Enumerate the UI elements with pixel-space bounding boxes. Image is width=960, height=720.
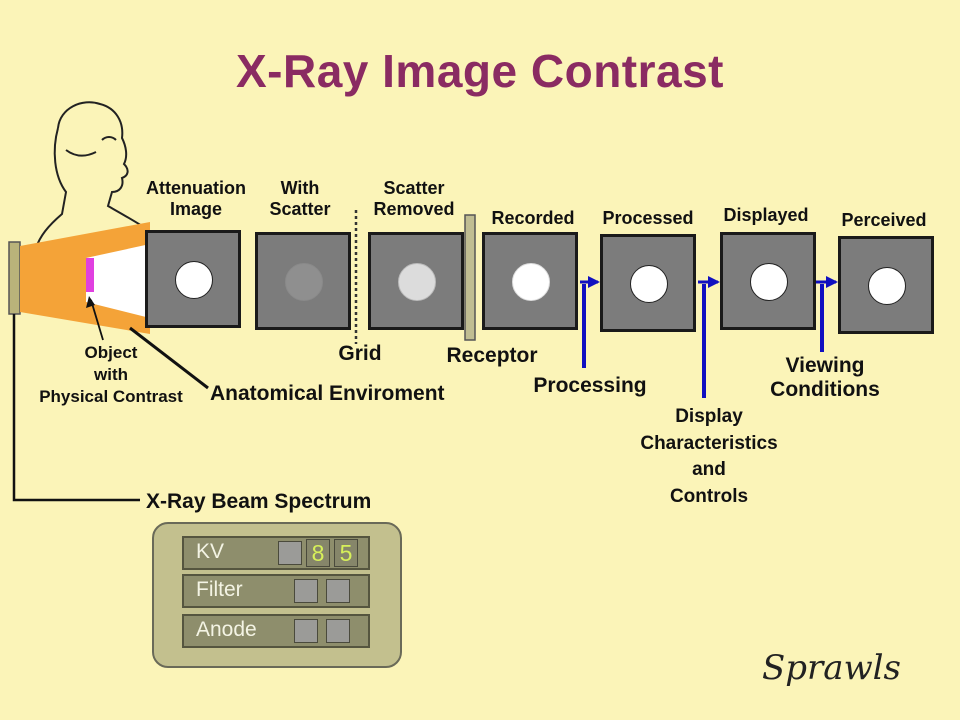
object-pointer-arrowhead xyxy=(86,296,95,308)
contrast-dot xyxy=(175,261,213,299)
kv-digit-2[interactable]: 5 xyxy=(334,539,358,567)
author-signature: Sprawls xyxy=(762,648,902,688)
panel-label-with-scatter: With Scatter xyxy=(269,178,331,219)
filter-cell-1[interactable] xyxy=(294,579,318,603)
filter-label: Filter xyxy=(196,578,243,601)
contrast-dot xyxy=(285,263,323,301)
panel-label-processed: Processed xyxy=(602,208,694,228)
contrast-dot xyxy=(868,267,906,305)
anode-cell-2[interactable] xyxy=(326,619,350,643)
object-shadow xyxy=(86,244,150,318)
anode-row: Anode xyxy=(182,614,370,648)
panel-displayed xyxy=(720,232,816,330)
contrast-dot xyxy=(630,265,668,303)
display-controls-label: Display Characteristics and Controls xyxy=(640,406,778,507)
anatomical-environment-label: Anatomical Enviroment xyxy=(210,382,445,405)
kv-digit-1[interactable]: 8 xyxy=(306,539,330,567)
panel-recorded xyxy=(482,232,578,330)
processing-arrow xyxy=(580,276,600,368)
viewing-arrow xyxy=(816,276,838,352)
kv-label: KV xyxy=(196,540,225,563)
panel-scatter-removed xyxy=(368,232,464,330)
anode-label: Anode xyxy=(196,618,257,641)
panel-with-scatter xyxy=(255,232,351,330)
page-title: X-Ray Image Contrast xyxy=(235,45,724,97)
contrast-dot xyxy=(512,263,550,301)
beam-spectrum-connector xyxy=(12,314,140,502)
object-pointer-line xyxy=(90,299,104,341)
panel-label-displayed: Displayed xyxy=(723,205,809,225)
filter-cell-2[interactable] xyxy=(326,579,350,603)
panel-label-scatter-removed: Scatter Removed xyxy=(373,178,455,219)
panel-label-recorded: Recorded xyxy=(491,208,575,228)
panel-label-attenuation: Attenuation Image xyxy=(146,178,246,219)
panel-attenuation xyxy=(145,230,241,328)
contrast-dot xyxy=(750,263,788,301)
panel-processed xyxy=(600,234,696,332)
panel-label-perceived: Perceived xyxy=(841,210,927,230)
object-marker xyxy=(86,258,94,292)
contrast-dot xyxy=(398,263,436,301)
kv-cell[interactable] xyxy=(278,541,302,565)
filter-row: Filter xyxy=(182,574,370,608)
anode-cell-1[interactable] xyxy=(294,619,318,643)
anatomical-pointer-line xyxy=(129,326,209,390)
receptor-label: Receptor xyxy=(446,344,538,367)
display-arrow xyxy=(698,276,720,398)
beam-controls-panel: KV 8 5 Filter Anode xyxy=(152,522,402,668)
person-illustration xyxy=(35,101,149,249)
viewing-conditions-label: Viewing Conditions xyxy=(770,354,880,402)
processing-label: Processing xyxy=(533,374,647,397)
x-ray-source xyxy=(8,241,21,315)
grid-label: Grid xyxy=(338,342,382,365)
panel-perceived xyxy=(838,236,934,334)
kv-row: KV 8 5 xyxy=(182,536,370,570)
object-label: Object with Physical Contrast xyxy=(39,343,183,407)
receptor-plate xyxy=(464,214,476,341)
beam-spectrum-label: X-Ray Beam Spectrum xyxy=(146,490,372,513)
